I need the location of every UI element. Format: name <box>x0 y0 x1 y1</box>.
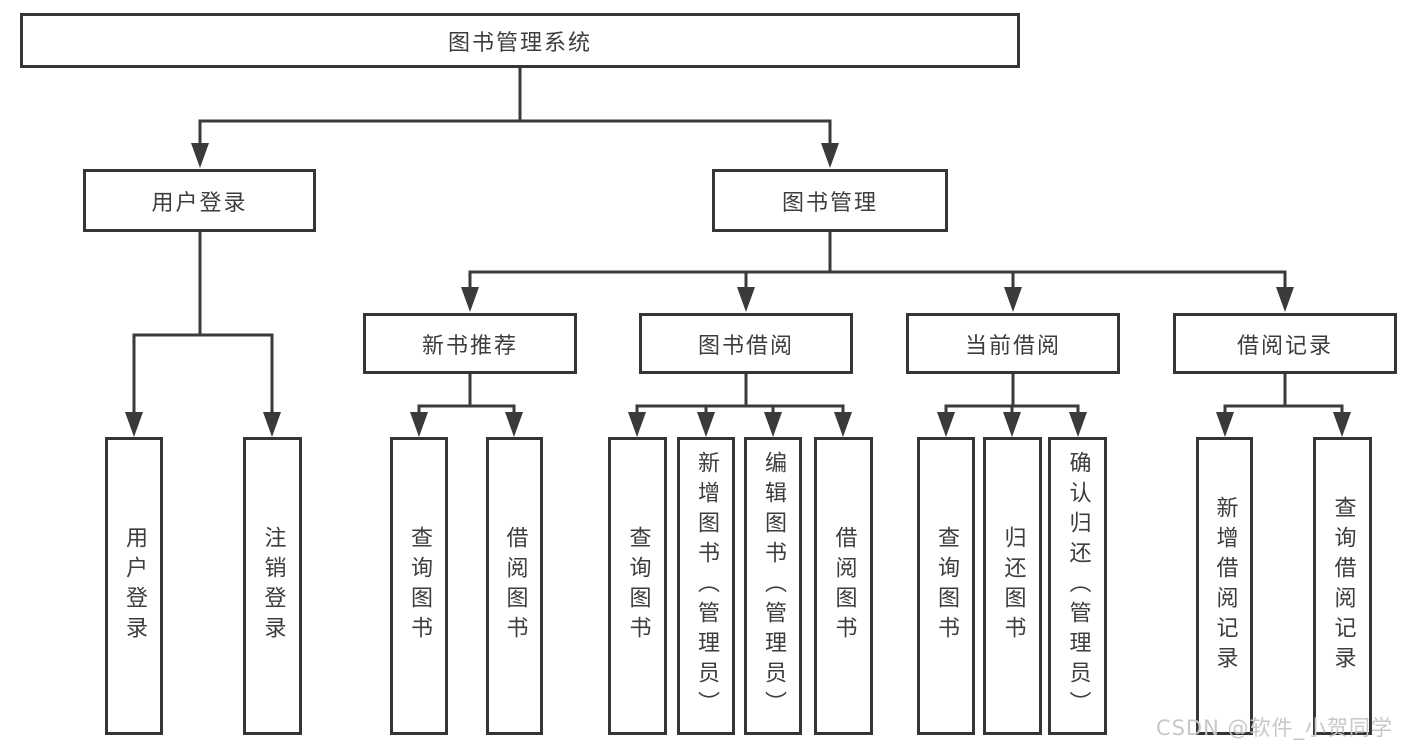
node-leaf-return-book: 归还图书 <box>983 437 1042 735</box>
node-book-borrow: 图书借阅 <box>639 313 853 374</box>
watermark: CSDN @软件_小贺同学 <box>1155 716 1393 740</box>
node-leaf-add-book-admin: 新增图书（管理员） <box>677 437 735 735</box>
node-label: 确认归还（管理员） <box>1065 451 1091 721</box>
node-label: 图书管理 <box>781 190 878 216</box>
node-label: 新增图书（管理员） <box>694 451 719 721</box>
node-current-borrow: 当前借阅 <box>906 313 1120 374</box>
connector-new-book-recommend-branch <box>417 372 516 416</box>
connector-user-login-branch <box>132 230 274 416</box>
node-label: 查询图书 <box>625 526 651 646</box>
node-label: 图书管理系统 <box>447 30 592 56</box>
node-book-management: 图书管理 <box>712 169 948 232</box>
node-leaf-confirm-return-admin: 确认归还（管理员） <box>1048 437 1107 735</box>
node-label: 用户登录 <box>122 526 147 646</box>
node-library-management-system: 图书管理系统 <box>20 13 1020 68</box>
node-label: 图书借阅 <box>697 333 794 359</box>
node-borrow-records: 借阅记录 <box>1173 313 1397 374</box>
connector-root-to-level2 <box>198 66 832 147</box>
node-label: 归还图书 <box>1000 526 1026 646</box>
node-leaf-edit-book-admin: 编辑图书（管理员） <box>744 437 802 735</box>
node-label: 编辑图书（管理员） <box>761 451 786 721</box>
node-label: 用户登录 <box>151 190 248 216</box>
connector-current-borrow-branch <box>944 372 1080 416</box>
node-leaf-query-borrow-record: 查询借阅记录 <box>1313 437 1372 735</box>
connector-borrow-records-branch <box>1223 372 1344 416</box>
connector-book-management-branch <box>468 230 1287 291</box>
node-user-login: 用户登录 <box>83 169 316 232</box>
node-leaf-logout: 注销登录 <box>243 437 302 735</box>
node-label: 借阅图书 <box>831 526 857 646</box>
arrowheads <box>125 143 1351 437</box>
node-label: 新增借阅记录 <box>1212 496 1238 676</box>
node-leaf-query-book-1: 查询图书 <box>390 437 448 735</box>
node-label: 当前借阅 <box>964 333 1061 359</box>
connector-book-borrow-branch <box>635 372 845 416</box>
node-label: 查询借阅记录 <box>1330 496 1356 676</box>
node-label: 查询图书 <box>407 526 432 646</box>
node-label: 注销登录 <box>260 526 286 646</box>
node-leaf-query-book-3: 查询图书 <box>917 437 975 735</box>
node-leaf-add-borrow-record: 新增借阅记录 <box>1196 437 1253 735</box>
node-leaf-borrow-book-2: 借阅图书 <box>814 437 873 735</box>
node-label: 新书推荐 <box>421 333 518 359</box>
node-leaf-borrow-book-1: 借阅图书 <box>486 437 543 735</box>
node-label: 借阅记录 <box>1236 333 1333 359</box>
node-new-book-recommend: 新书推荐 <box>363 313 577 374</box>
node-label: 借阅图书 <box>502 526 528 646</box>
node-leaf-query-book-2: 查询图书 <box>608 437 667 735</box>
node-label: 查询图书 <box>934 526 959 646</box>
node-leaf-user-login: 用户登录 <box>105 437 163 735</box>
